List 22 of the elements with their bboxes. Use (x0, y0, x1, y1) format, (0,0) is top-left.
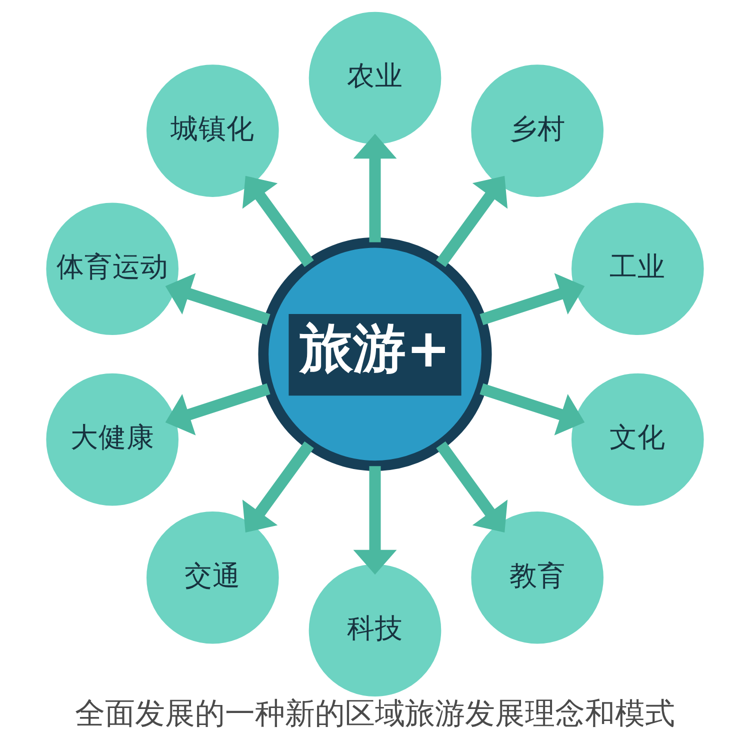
node-circle: 乡村 (471, 64, 604, 196)
node-circle: 城镇化 (146, 64, 279, 196)
node-circle: 交通 (146, 510, 279, 644)
arrow (353, 133, 397, 242)
arrow (242, 175, 314, 267)
arrow (165, 272, 270, 325)
node-circle: 旅游+ (258, 236, 492, 470)
node-circle: 工业 (572, 202, 704, 335)
node-circle: 科技 (308, 564, 442, 696)
arrow (436, 440, 508, 532)
arrow (436, 175, 508, 267)
node-circle: 文化 (572, 372, 704, 506)
arrow (353, 466, 397, 574)
node-circle: 农业 (308, 11, 442, 144)
arrow (480, 382, 585, 435)
node-circle: 教育 (471, 510, 604, 644)
node-circle: 大健康 (46, 372, 178, 506)
caption: 全面发展的一种新的区域旅游发展理念和模式 (75, 696, 676, 731)
node-circle: 体育运动 (46, 202, 178, 335)
arrow (480, 272, 585, 325)
arrow (242, 440, 314, 532)
arrow (165, 382, 270, 435)
